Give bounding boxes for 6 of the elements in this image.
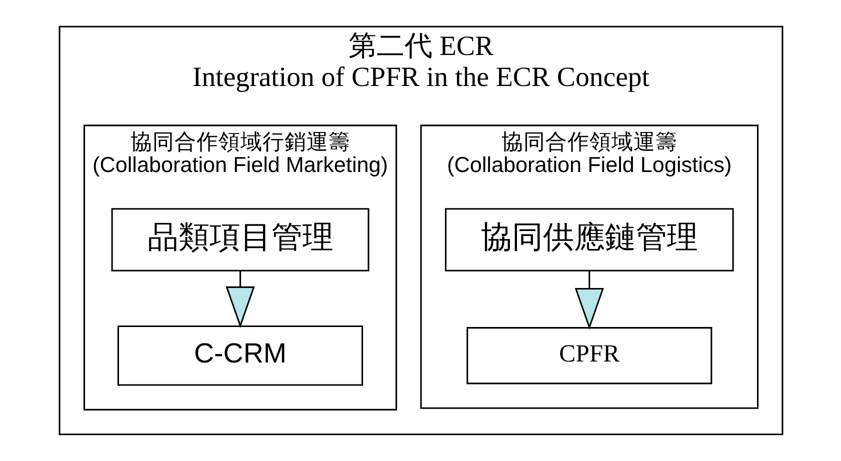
arrow bbox=[574, 270, 604, 330]
node-box: C-CRM bbox=[116, 326, 363, 386]
node-box: CPFR bbox=[466, 327, 712, 384]
node-box: 協同供應鏈管理 bbox=[444, 208, 734, 272]
arrow bbox=[225, 270, 254, 328]
node-box: 品類項目管理 bbox=[110, 208, 369, 272]
